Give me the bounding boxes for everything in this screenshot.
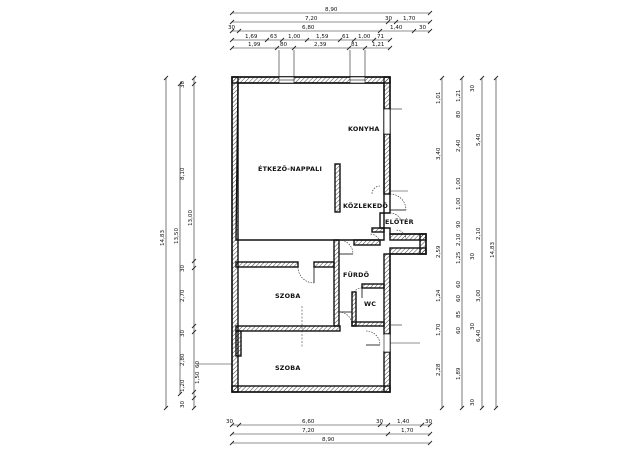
doors [297, 108, 420, 348]
dim-right-60b: 60 [456, 294, 462, 302]
dim-right-1-00a: 1,00 [456, 177, 462, 190]
dim-top-1-59: 1,59 [316, 34, 329, 40]
dim-right-60c: 60 [456, 326, 462, 334]
dim-right-1-01: 1,01 [436, 91, 442, 104]
dim-bottom-1-70: 1,70 [401, 428, 414, 434]
dim-left-1-50: 1,50 [195, 371, 201, 384]
dim-left-30-a: 30 [180, 264, 186, 272]
dim-right-1-24: 1,24 [436, 289, 442, 302]
dim-right-85: 85 [456, 310, 462, 318]
dim-top-30: 30 [385, 16, 393, 22]
dim-right-80: 80 [456, 110, 462, 118]
room-label-szoba-1: SZOBA [275, 292, 301, 300]
dim-right-14-83: 14,83 [490, 242, 496, 258]
dim-right-2-28: 2,28 [436, 363, 442, 376]
dim-top-6-80: 6,80 [302, 25, 315, 31]
dim-top-80: 80 [280, 42, 288, 48]
dim-right-60a: 60 [456, 280, 462, 288]
dim-bottom-8-90: 8,90 [322, 437, 335, 443]
dim-left-14-83: 14,83 [160, 230, 166, 246]
dim-top-1-21: 1,21 [372, 42, 385, 48]
dim-left-13-00: 13,00 [188, 210, 194, 226]
room-labels: KONYHA ÉTKEZŐ-NAPPALI KÖZLEKEDŐ ELŐTÉR F… [258, 125, 414, 372]
dim-top-1-69: 1,69 [245, 34, 258, 40]
room-label-konyha: KONYHA [348, 125, 380, 133]
dimensions-left: 14,83 13,50 30 8,10 13,00 30 2,70 30 2,8… [160, 75, 236, 411]
dim-top-61: 61 [342, 34, 350, 40]
dim-top-1-00b: 1,00 [358, 34, 371, 40]
dim-bottom-6-60: 6,60 [302, 419, 315, 425]
room-label-etkezo-nappali: ÉTKEZŐ-NAPPALI [258, 164, 322, 173]
dim-right-1-25: 1,25 [456, 251, 462, 264]
dim-left-2-70: 2,70 [180, 289, 186, 302]
dim-right-30-b: 30 [470, 252, 476, 260]
dim-right-90: 90 [456, 220, 462, 228]
dim-top-1-40: 1,40 [390, 25, 403, 31]
room-label-wc: WC [364, 300, 376, 308]
room-label-furdo: FÜRDŐ [343, 270, 370, 279]
dim-bottom-30-left: 30 [226, 419, 234, 425]
room-label-kozlekedo: KÖZLEKEDŐ [343, 201, 388, 210]
dim-right-1-70: 1,70 [436, 323, 442, 336]
dim-top-71: 71 [377, 34, 385, 40]
dim-right-1-21: 1,21 [456, 89, 462, 102]
dim-top-1-99: 1,99 [248, 42, 261, 48]
dim-right-6-40: 6,40 [476, 329, 482, 342]
dim-top-2-39: 2,39 [314, 42, 327, 48]
dim-bottom-1-40: 1,40 [397, 419, 410, 425]
dim-bottom-7-20: 7,20 [302, 428, 315, 434]
dim-right-2-59: 2,59 [436, 245, 442, 258]
dim-bottom-30-right: 30 [425, 419, 433, 425]
room-label-eloter: ELŐTÉR [385, 217, 414, 226]
dim-top-81: 81 [351, 42, 359, 48]
dim-right-1-89: 1,89 [456, 367, 462, 380]
dim-top-63: 63 [270, 34, 278, 40]
room-label-szoba-2: SZOBA [275, 364, 301, 372]
dim-left-13-50: 13,50 [174, 228, 180, 244]
dim-top-7-20: 7,20 [305, 16, 318, 22]
dim-top-1-00a: 1,00 [288, 34, 301, 40]
dim-left-30-top: 30 [180, 80, 186, 88]
dim-top-30-left: 30 [228, 25, 236, 31]
dimensions-top: 8,90 7,20 30 1,70 30 6,80 1,40 30 1,69 6… [228, 7, 433, 77]
dim-left-30-b: 30 [180, 329, 186, 337]
dim-top-total: 8,90 [325, 7, 338, 13]
dim-left-8-10: 8,10 [180, 167, 186, 180]
dim-right-3-40: 3,40 [436, 147, 442, 160]
dim-right-30-d: 30 [470, 398, 476, 406]
dim-top-30-right: 30 [419, 25, 427, 31]
building-walls [231, 76, 427, 393]
dim-right-5-40: 5,40 [476, 133, 482, 146]
dim-left-1-20: 1,20 [180, 379, 186, 392]
dimensions-right: 1,01 1,21 80 3,40 2,40 1,00 1,00 90 2,10… [436, 75, 499, 411]
dim-top-1-70: 1,70 [403, 16, 416, 22]
dim-right-2-40: 2,40 [456, 139, 462, 152]
dim-right-30-a: 30 [470, 84, 476, 92]
dim-right-3-00: 3,00 [476, 289, 482, 302]
dim-bottom-30-mid: 30 [376, 419, 384, 425]
dimensions-bottom: 30 6,60 30 1,40 30 7,20 1,70 8,90 [226, 419, 433, 446]
dim-right-col2-2-10: 2,10 [476, 227, 482, 240]
dim-right-1-00b: 1,00 [456, 197, 462, 210]
dim-right-30-c: 30 [470, 322, 476, 330]
dim-right-2-10: 2,10 [456, 233, 462, 246]
dim-left-2-80: 2,80 [180, 353, 186, 366]
dim-left-30-bottom: 30 [180, 400, 186, 408]
